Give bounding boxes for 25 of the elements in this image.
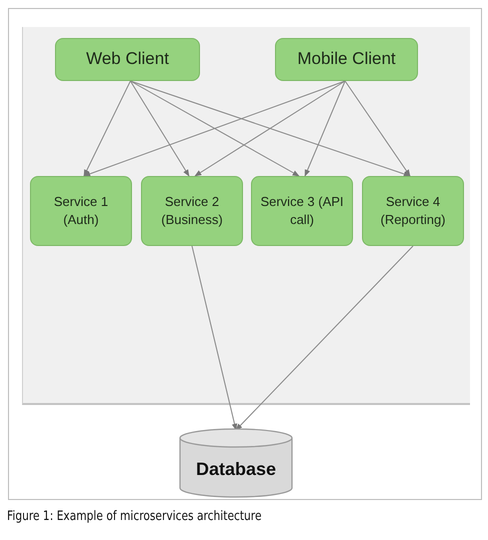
arrow: [130, 80, 190, 177]
client-box: [55, 38, 200, 81]
arrow: [130, 80, 300, 176]
database-cylinder: [179, 428, 293, 498]
client-box: [275, 38, 418, 81]
arrow: [130, 80, 411, 177]
service-box: [30, 176, 132, 246]
arrow: [83, 80, 346, 176]
arrow: [304, 80, 346, 177]
arrow: [192, 246, 238, 431]
service-box: [362, 176, 464, 246]
arrow: [236, 246, 414, 430]
node-text: Service 4 (Reporting): [379, 193, 447, 229]
node-text: Service 1 (Auth): [52, 193, 110, 229]
service-box: [251, 176, 353, 246]
node-text: Service 3 (API call): [259, 193, 345, 229]
arrow: [84, 80, 131, 177]
service-box: [141, 176, 243, 246]
node-text: Database: [194, 458, 278, 481]
node-text: Service 2 (Business): [160, 193, 224, 229]
node-text: Web Client: [85, 48, 170, 70]
arrow: [194, 80, 346, 176]
figure-caption: Figure 1: Example of microservices architecture: [7, 509, 262, 524]
arrow: [344, 80, 410, 177]
node-text: Mobile Client: [296, 48, 397, 70]
